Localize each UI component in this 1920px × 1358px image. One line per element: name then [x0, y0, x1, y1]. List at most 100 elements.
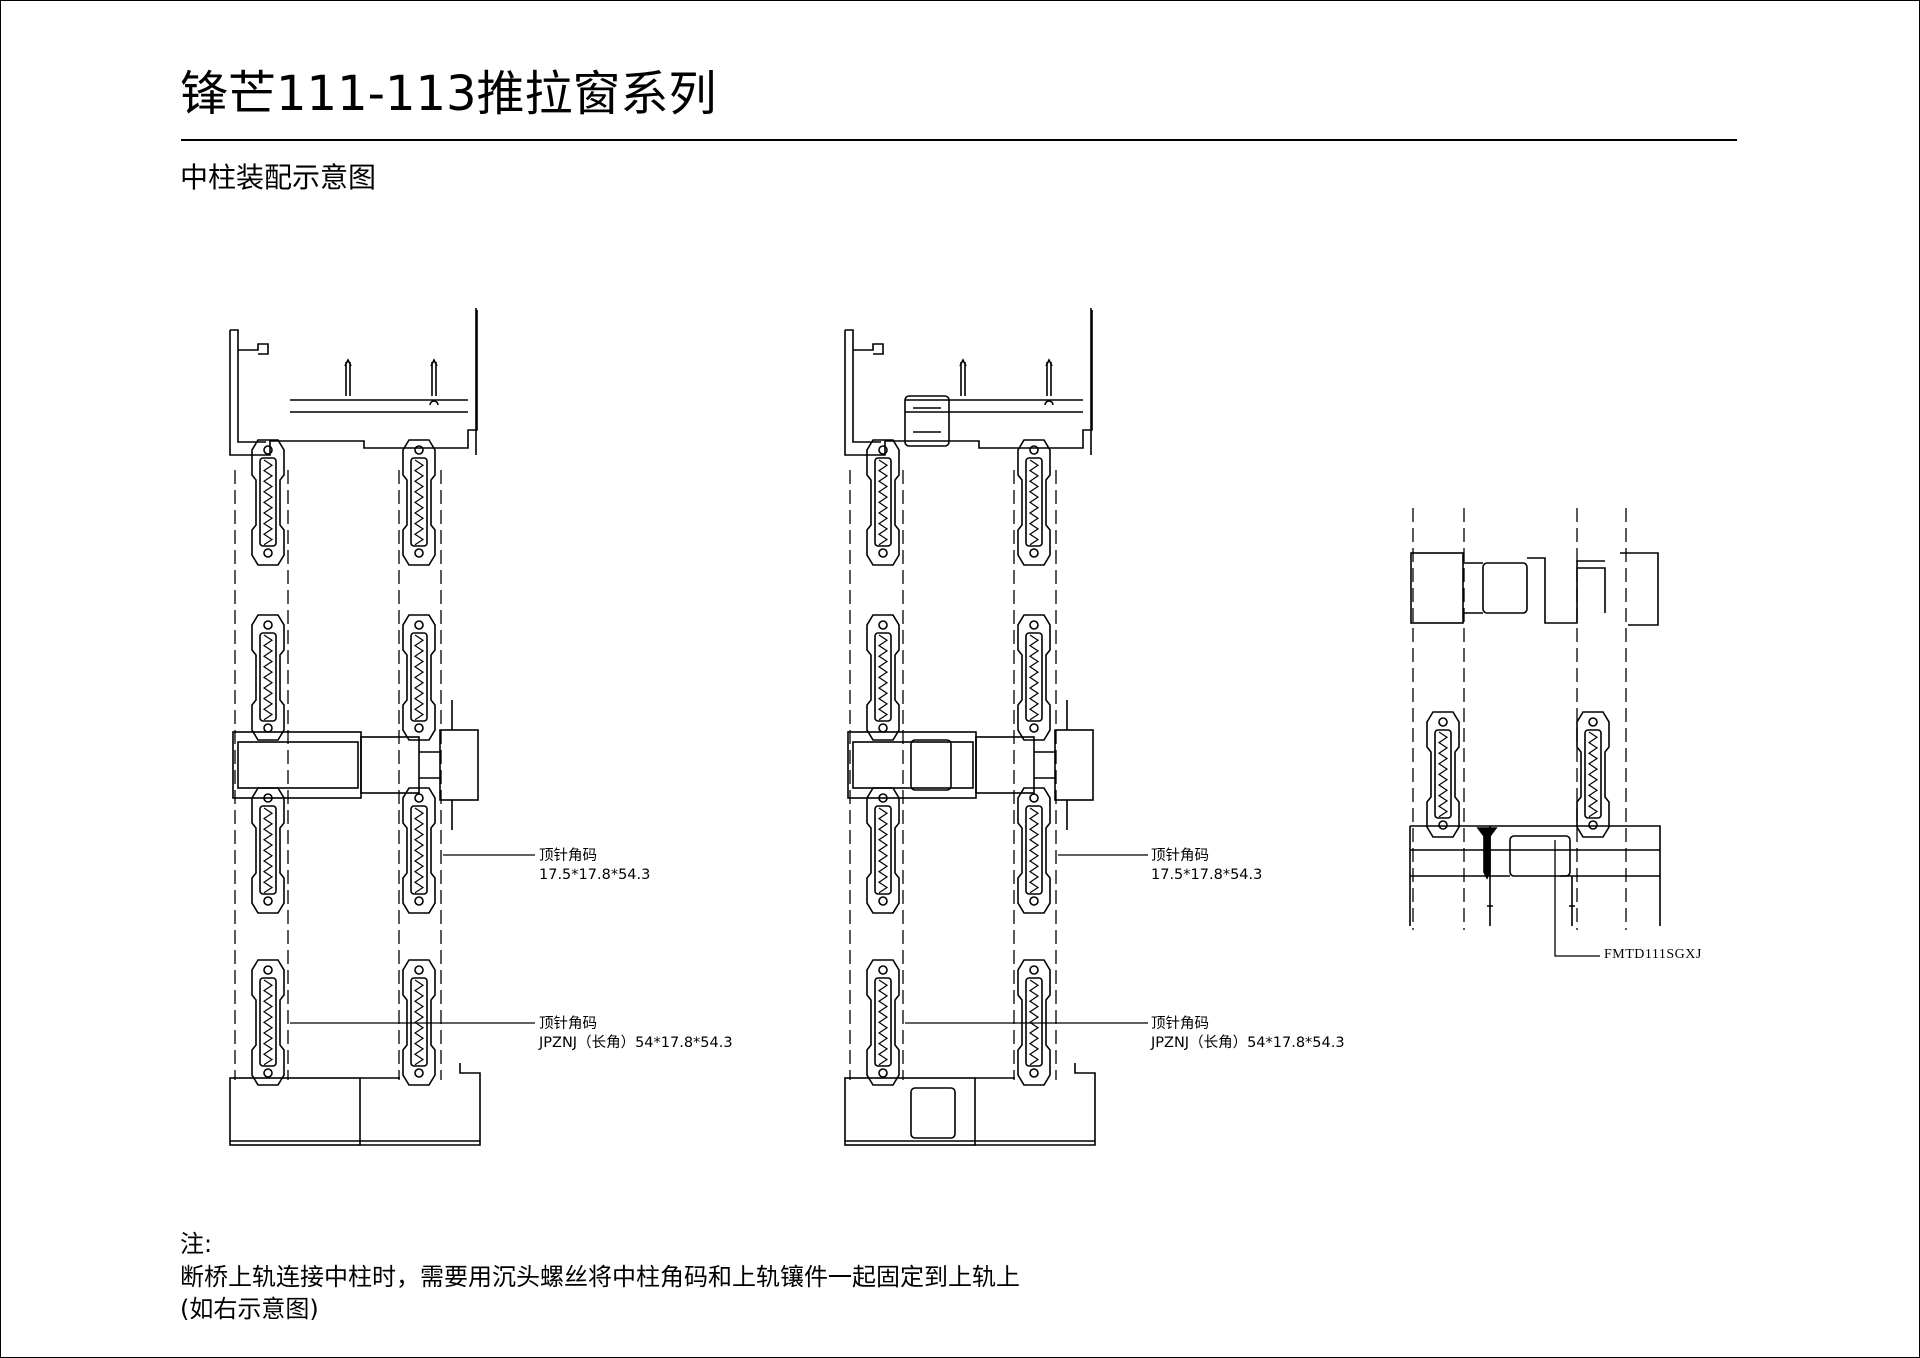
weatherstrip-zigzag: [1028, 807, 1040, 894]
screw-port: [263, 965, 273, 975]
drawing-mullion-thermal-break: [844, 308, 1096, 1146]
screw-port: [414, 548, 424, 558]
top-frame-outline: [844, 310, 1093, 456]
sash-profile: [402, 439, 436, 566]
screw-port: [414, 896, 424, 906]
screw-port: [1029, 620, 1039, 630]
screw-port: [878, 445, 888, 455]
note-heading: 注:: [180, 1230, 213, 1258]
bottom-thermal-strip: [910, 1087, 956, 1139]
weatherstrip-zigzag: [877, 634, 889, 721]
sash-profile: [251, 439, 285, 566]
thermal-break-strip: [904, 395, 950, 447]
bottom-frame-left: [229, 1077, 361, 1146]
weatherstrip-zigzag: [877, 459, 889, 546]
page-subtitle: 中柱装配示意图: [180, 161, 377, 194]
sash-profile: [251, 614, 285, 741]
note-line-2: (如右示意图): [180, 1295, 319, 1323]
screw-port: [1438, 820, 1448, 830]
screw-port: [878, 1068, 888, 1078]
screw-port: [1029, 896, 1039, 906]
frame-fins: [344, 358, 438, 396]
sash-profile: [866, 439, 900, 566]
mullion-thermal-strip: [910, 739, 952, 791]
sash-profile: [251, 959, 285, 1086]
screw-port: [1029, 548, 1039, 558]
screw-port: [263, 620, 273, 630]
drawing-top-rail-detail: [1409, 508, 1661, 930]
mullion-inner: [852, 741, 974, 789]
upper-frame-right: [1620, 552, 1659, 626]
weatherstrip-zigzag: [877, 807, 889, 894]
weatherstrip-zigzag: [1437, 731, 1449, 818]
rail-legs: [1487, 826, 1575, 926]
mullion-connector: [360, 736, 420, 794]
screw-port: [414, 965, 424, 975]
sash-profile: [866, 614, 900, 741]
glass-seal: [259, 457, 277, 547]
screw-port: [414, 445, 424, 455]
bottom-frame-left: [844, 1077, 976, 1146]
sash-profile: [1017, 959, 1051, 1086]
frame-hook: [429, 400, 439, 406]
page-title: 锋芒111-113推拉窗系列: [180, 66, 717, 122]
glass-seal: [1025, 457, 1043, 547]
screw-port: [414, 1068, 424, 1078]
screw-port: [263, 548, 273, 558]
glass-seal: [410, 632, 428, 722]
upper-thermal-strip: [1482, 562, 1528, 614]
sash-profile: [402, 614, 436, 741]
weatherstrip-zigzag: [1028, 459, 1040, 546]
screw-port: [414, 620, 424, 630]
screw-port: [1029, 723, 1039, 733]
frame-hook: [1044, 400, 1054, 406]
glass-seal: [410, 457, 428, 547]
screw-port: [263, 896, 273, 906]
countersunk-screw: [1476, 827, 1498, 880]
glass-seal: [259, 632, 277, 722]
screw-port: [263, 445, 273, 455]
mullion-joint: [419, 751, 440, 779]
callout-part-code: FMTD111SGXJ: [1604, 947, 1702, 962]
sash-profile: [866, 959, 900, 1086]
glass-seal: [259, 977, 277, 1067]
screw-port: [878, 548, 888, 558]
screw-port: [1029, 445, 1039, 455]
screw-port: [1029, 965, 1039, 975]
weatherstrip-zigzag: [877, 979, 889, 1066]
glass-seal: [874, 632, 892, 722]
glass-seal: [410, 805, 428, 895]
weatherstrip-zigzag: [262, 979, 274, 1066]
screw-port: [1588, 717, 1598, 727]
bottom-frame-right: [975, 1063, 1096, 1146]
screw-port: [414, 793, 424, 803]
sash-profile: [402, 787, 436, 914]
weatherstrip-zigzag: [413, 459, 425, 546]
screw-port: [263, 723, 273, 733]
glass-seal: [1025, 805, 1043, 895]
screw-port: [1588, 820, 1598, 830]
sash-profile: [251, 787, 285, 914]
top-rail-profile: [1409, 825, 1661, 926]
sash-profile: [866, 787, 900, 914]
sash-profile: [1017, 439, 1051, 566]
weatherstrip-zigzag: [413, 634, 425, 721]
upper-frame-mid: [1463, 557, 1606, 624]
callout-leaders: [290, 840, 1600, 1024]
top-frame-detail: [845, 329, 1083, 443]
weatherstrip-zigzag: [262, 634, 274, 721]
screw-port: [414, 723, 424, 733]
sash-profile: [1576, 711, 1610, 838]
sash-profile: [1426, 711, 1460, 838]
glass-seal: [1025, 977, 1043, 1067]
glass-seal: [1584, 729, 1602, 819]
screw-port: [878, 896, 888, 906]
mullion-joint: [1034, 751, 1055, 779]
top-frame-detail: [230, 329, 468, 443]
mullion-connector: [975, 736, 1035, 794]
